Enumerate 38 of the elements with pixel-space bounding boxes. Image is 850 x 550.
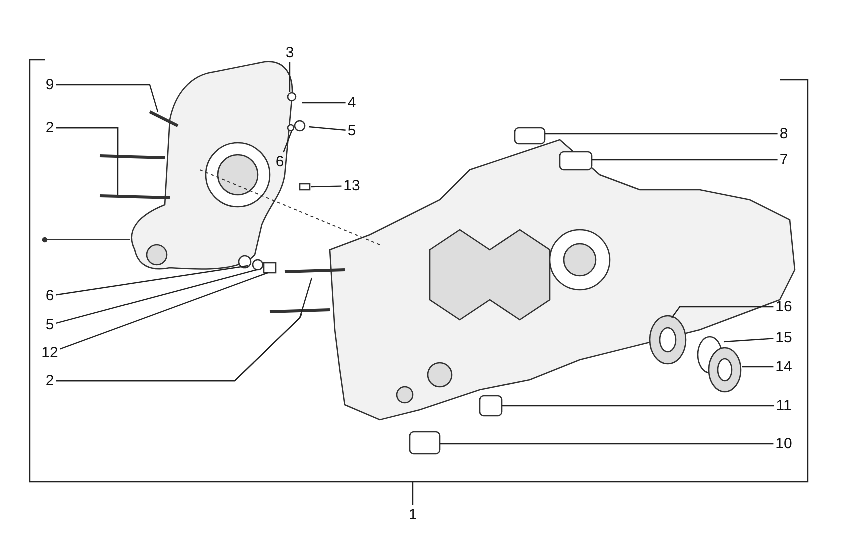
leader-line	[502, 405, 774, 407]
callout-number: 11	[776, 398, 792, 414]
leader-line	[56, 127, 119, 195]
leader-line	[742, 366, 774, 368]
callout-number: 2	[46, 120, 54, 136]
callout-number: 5	[348, 122, 356, 140]
leader-line	[412, 482, 414, 506]
callout-number: 8	[780, 126, 788, 142]
callout-number: 2	[46, 372, 54, 390]
callout-number: 5	[46, 316, 54, 334]
leader-line	[310, 186, 342, 188]
leader-line	[308, 126, 346, 131]
leader-line	[289, 62, 291, 92]
callout-number: 10	[776, 436, 792, 452]
callout-number: 3	[286, 44, 294, 62]
leader-line	[592, 159, 778, 161]
callout-number: 15	[776, 330, 792, 346]
callout-number: 1	[408, 506, 418, 524]
leader-line	[302, 102, 346, 104]
leader-line	[545, 133, 778, 135]
leader-line	[56, 269, 258, 324]
leader-line	[56, 84, 159, 112]
callout-number: 6	[46, 288, 54, 304]
callout-number: 7	[780, 152, 788, 168]
leader-line	[56, 314, 303, 382]
leader-line	[56, 265, 248, 296]
callout-number: 4	[348, 94, 356, 112]
leader-line	[283, 130, 293, 153]
callout-number: 16	[776, 298, 792, 316]
leader-line	[672, 306, 774, 318]
leader-line	[724, 338, 774, 343]
callout-number: 9	[46, 76, 54, 94]
leader-line	[60, 272, 268, 350]
callout-number: 12	[42, 344, 58, 362]
leader-line	[440, 443, 774, 445]
callout-number: 13	[344, 178, 360, 194]
callout-number: 14	[776, 358, 792, 376]
callout-number: 6	[276, 154, 284, 170]
